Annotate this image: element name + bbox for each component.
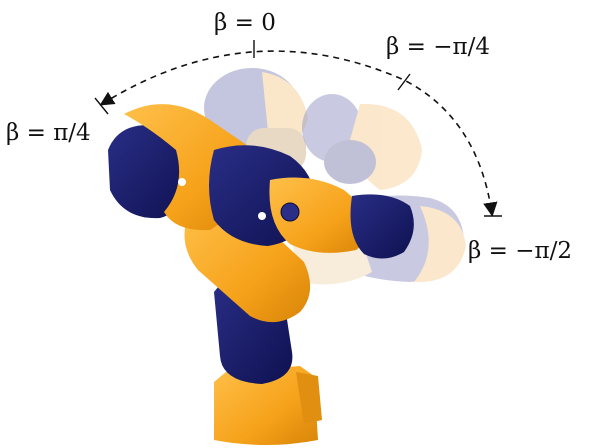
- ghost-joint: [324, 140, 376, 184]
- robot-upper-arm: [184, 205, 311, 323]
- robot-base-flange: [296, 372, 322, 424]
- ghost-link-orange: [414, 206, 466, 283]
- label-beta-pi-4: β = π/4: [6, 120, 91, 146]
- label-beta-minus-pi-4: β = −π/4: [386, 34, 490, 60]
- label-beta-minus-pi-2: β = −π/2: [468, 238, 572, 264]
- robot-base: [214, 366, 318, 445]
- robot-joint-detail: [178, 178, 186, 186]
- tick-beta-minus-pi-4: [397, 73, 411, 91]
- rotation-arc: [99, 50, 498, 217]
- robot-end-effector: [350, 194, 414, 259]
- ghost-pose-beta-minus-pi-4: [302, 94, 422, 190]
- tick-beta-pi-4: [94, 97, 109, 115]
- robot-joint-detail: [280, 202, 300, 222]
- robot-joint-detail: [258, 212, 266, 220]
- label-beta-zero: β = 0: [214, 10, 276, 36]
